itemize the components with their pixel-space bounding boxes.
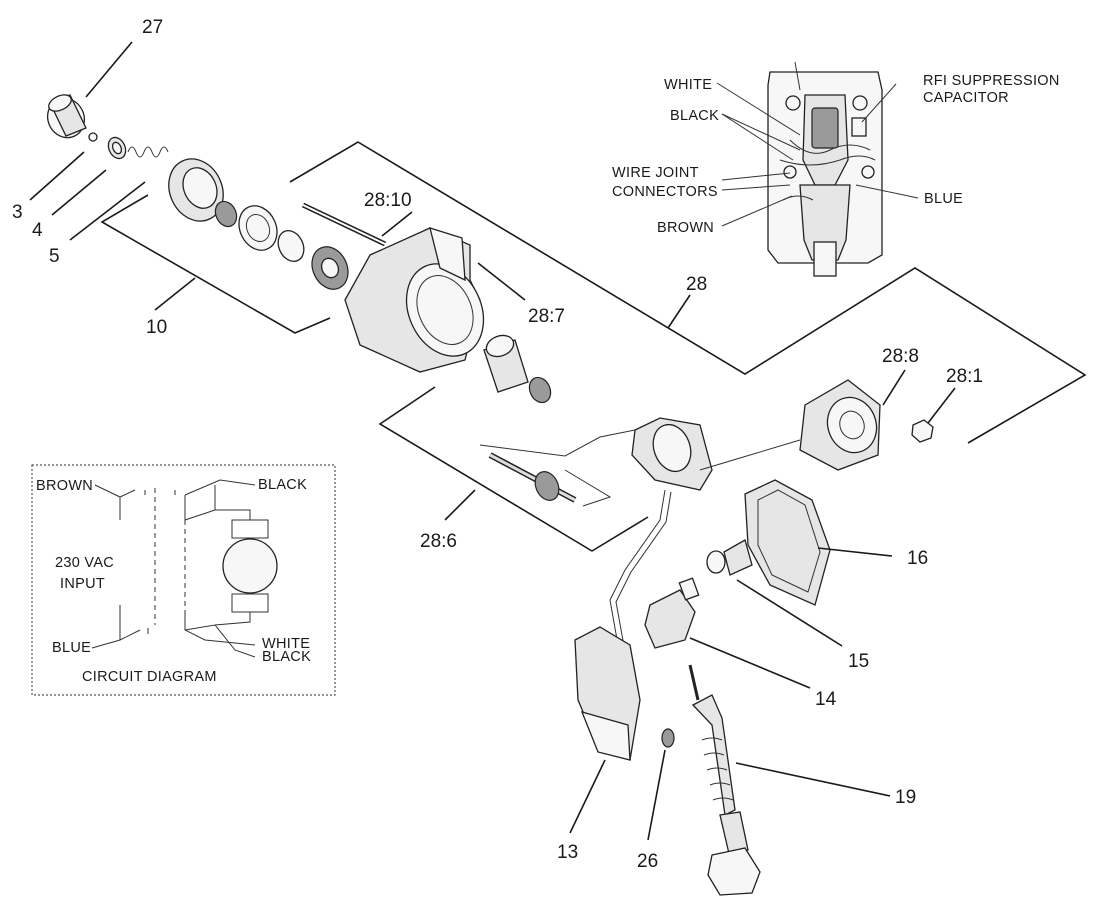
part-28-10-rod — [301, 202, 387, 247]
label-28-7: 28:7 — [528, 306, 565, 327]
circuit-caption: CIRCUIT DIAGRAM — [82, 669, 217, 685]
part-gear — [238, 205, 305, 263]
leader-lines — [29, 41, 956, 841]
inset-label-wire-joint: WIRE JOINT — [612, 165, 699, 181]
part-13-switch — [574, 626, 675, 761]
label-14: 14 — [815, 689, 837, 710]
label-13: 13 — [557, 842, 578, 863]
label-15: 15 — [848, 651, 869, 672]
part-bearing — [311, 246, 349, 290]
inset-label-white: WHITE — [664, 77, 712, 93]
label-27: 27 — [142, 17, 163, 38]
part-4-ring — [107, 136, 127, 160]
group-bracket-28-6 — [378, 386, 649, 552]
part-28-6-armature — [479, 429, 636, 507]
label-10: 10 — [146, 317, 167, 338]
label-28: 28 — [686, 274, 707, 295]
circuit-label-blue: BLUE — [52, 640, 91, 656]
part-3-washer — [88, 132, 98, 142]
circuit-label-black-top: BLACK — [258, 477, 307, 493]
inset-label-blue: BLUE — [924, 191, 963, 207]
label-28-8: 28:8 — [882, 346, 919, 367]
circuit-label-230vac: 230 VAC — [55, 555, 114, 571]
group-bracket-10 — [100, 194, 331, 334]
part-19-power-cord — [688, 664, 761, 896]
label-28-10: 28:10 — [364, 190, 412, 211]
part-number-labels: 27 3 4 5 10 28:10 28:7 28 28:8 28:1 28:6… — [12, 17, 983, 872]
inset-label-brown: BROWN — [657, 220, 714, 236]
part-27-sleeve — [46, 94, 87, 139]
part-armature-sleeve — [483, 334, 552, 404]
circuit-diagram: BROWN BLACK 230 VAC INPUT BLUE WHITE BLA… — [31, 464, 336, 696]
group-bracket-28 — [289, 141, 1087, 444]
inset-label-connectors: CONNECTORS — [612, 184, 718, 200]
part-end-bracket — [631, 417, 801, 491]
part-15-grommet — [706, 539, 753, 576]
inset-label-capacitor: CAPACITOR — [923, 90, 1009, 106]
part-28-1-nut — [911, 419, 934, 443]
label-19: 19 — [895, 787, 916, 808]
label-5: 5 — [49, 246, 60, 267]
label-28-1: 28:1 — [946, 366, 983, 387]
inset-label-black: BLACK — [670, 108, 719, 124]
part-switch-wire — [609, 489, 672, 647]
label-26: 26 — [637, 851, 658, 872]
part-28-7-motor-housing — [344, 227, 485, 373]
circuit-label-white: WHITE — [262, 636, 310, 652]
wiring-inset: WHITE BLACK WIRE JOINT CONNECTORS BROWN … — [612, 61, 1060, 277]
inset-label-rfi: RFI SUPPRESSION — [923, 73, 1060, 89]
circuit-label-brown: BROWN — [36, 478, 93, 494]
part-10-front-housing — [168, 158, 238, 228]
label-3: 3 — [12, 202, 23, 223]
part-5-spring — [127, 146, 169, 158]
part-16-cover — [744, 479, 831, 606]
circuit-label-black-bottom: BLACK — [262, 649, 311, 665]
label-16: 16 — [907, 548, 928, 569]
circuit-label-input: INPUT — [60, 576, 105, 592]
part-14-terminal — [644, 577, 700, 649]
label-4: 4 — [32, 220, 43, 241]
label-28-6: 28:6 — [420, 531, 457, 552]
part-28-8-end-cap — [799, 379, 881, 471]
